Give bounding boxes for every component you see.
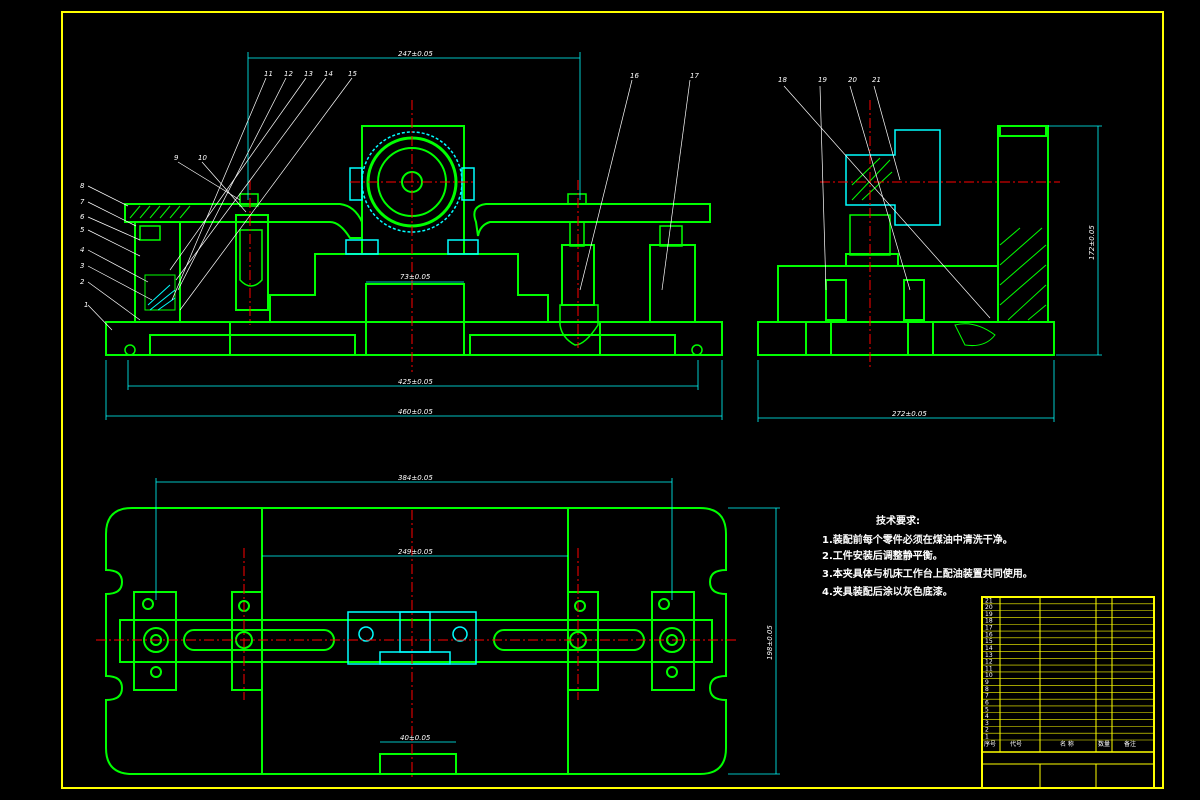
part-number-9: 9 [174, 154, 179, 162]
side-view-part-numbers: 18 19 20 21 [778, 76, 881, 84]
title-block-header-remark: 备注 [1124, 740, 1136, 748]
side-view-hatch [851, 157, 1047, 346]
drawing-frame [61, 11, 1164, 789]
title-block-header-code: 代号 [1010, 740, 1022, 748]
part-number-6: 6 [80, 213, 85, 221]
title-block-row-number: 19 [985, 611, 993, 618]
part-number-13: 13 [304, 70, 313, 78]
front-view [105, 125, 723, 356]
title-block-row-number: 14 [985, 645, 993, 652]
front-leader-lines [87, 77, 691, 331]
plan-view-dimension-lines [155, 478, 780, 775]
side-view-dimension-lines [757, 125, 1102, 422]
front-lever-hatch [129, 205, 191, 219]
tech-requirement-4: 4.夹具装配后涂以灰色底漆。 [822, 585, 953, 598]
dim-side-width: 272±0.05 [892, 410, 927, 418]
tech-requirement-2: 2.工件安装后调整静平衡。 [822, 549, 943, 562]
dim-mid-width: 73±0.05 [400, 273, 431, 281]
part-number-16: 16 [630, 72, 639, 80]
title-block-row-number: 1 [985, 734, 989, 741]
part-number-4: 4 [80, 246, 84, 254]
front-part-numbers-top: 9 10 11 12 13 14 15 16 17 [174, 70, 699, 162]
side-view [757, 125, 1055, 356]
title-block-row-number: 18 [985, 618, 993, 625]
tech-requirements: 技术要求: 1.装配前每个零件必须在煤油中清洗干净。 2.工件安装后调整静平衡。… [822, 514, 1033, 598]
title-block-row-number: 12 [985, 659, 993, 666]
title-block-row-number: 21 [985, 597, 993, 604]
dim-base-overall: 460±0.05 [398, 408, 433, 416]
part-number-10: 10 [198, 154, 207, 162]
title-block-row-number: 5 [985, 706, 989, 713]
tech-requirement-3: 3.本夹具体与机床工作台上配油装置共同使用。 [822, 567, 1033, 580]
title-block-row-number: 7 [985, 693, 989, 700]
part-number-11: 11 [264, 70, 273, 78]
plan-view-circles [142, 598, 685, 678]
front-part-numbers-left: 8 7 6 5 4 3 2 1 [80, 182, 88, 309]
front-centerlines [249, 100, 579, 372]
dim-plan-height: 198±0.05 [766, 625, 774, 660]
part-number-3: 3 [80, 262, 84, 270]
title-block-header-qty: 数量 [1098, 740, 1110, 748]
title-block-row-number: 2 [985, 727, 989, 734]
title-block-header-name: 名 称 [1060, 740, 1074, 748]
dim-side-height: 172±0.05 [1088, 225, 1096, 260]
title-block-row-number: 10 [985, 672, 993, 679]
dim-base-inner: 425±0.05 [398, 378, 433, 386]
part-number-12: 12 [284, 70, 293, 78]
title-block-row-number: 4 [985, 713, 989, 720]
plan-view [105, 507, 727, 775]
title-block-header: 序号 代号 名 称 数量 备注 [984, 740, 1136, 748]
title-block-header-index: 序号 [984, 740, 996, 748]
part-number-1: 1 [84, 301, 88, 309]
tech-requirement-1: 1.装配前每个零件必须在煤油中清洗干净。 [822, 533, 1013, 546]
title-block-row-number: 11 [985, 665, 993, 672]
title-block-row-number: 13 [985, 652, 993, 659]
part-number-19: 19 [818, 76, 827, 84]
title-block-row-number: 20 [985, 604, 993, 611]
side-view-upper-part [845, 129, 941, 256]
part-number-14: 14 [324, 70, 333, 78]
front-cylinder-hatch [144, 274, 176, 311]
part-number-8: 8 [80, 182, 85, 190]
dim-plan-bottom: 40±0.05 [400, 734, 431, 742]
dim-plan-span: 384±0.05 [398, 474, 433, 482]
part-number-18: 18 [778, 76, 787, 84]
part-number-21: 21 [872, 76, 881, 84]
side-view-centerlines [820, 100, 1060, 368]
title-block-row-number: 8 [985, 686, 989, 693]
part-number-20: 20 [848, 76, 857, 84]
dim-plan-center: 249±0.05 [398, 548, 433, 556]
plan-view-centerlines [96, 510, 738, 780]
dim-top-span: 247±0.05 [398, 50, 433, 58]
part-number-7: 7 [80, 198, 85, 206]
tech-requirements-title: 技术要求: [876, 514, 920, 527]
part-number-2: 2 [80, 278, 85, 286]
title-block-row-number: 17 [985, 625, 993, 632]
front-dimension-lines [105, 52, 723, 420]
title-block-row-number: 16 [985, 631, 993, 638]
title-block-row-number: 6 [985, 699, 989, 706]
part-number-15: 15 [348, 70, 357, 78]
title-block-row-number: 3 [985, 720, 989, 727]
front-clamps [124, 193, 703, 356]
title-block-row-number: 15 [985, 638, 993, 645]
title-block-row-number: 9 [985, 679, 989, 686]
side-view-leader-lines [783, 85, 991, 319]
part-number-17: 17 [690, 72, 699, 80]
part-number-5: 5 [80, 226, 85, 234]
